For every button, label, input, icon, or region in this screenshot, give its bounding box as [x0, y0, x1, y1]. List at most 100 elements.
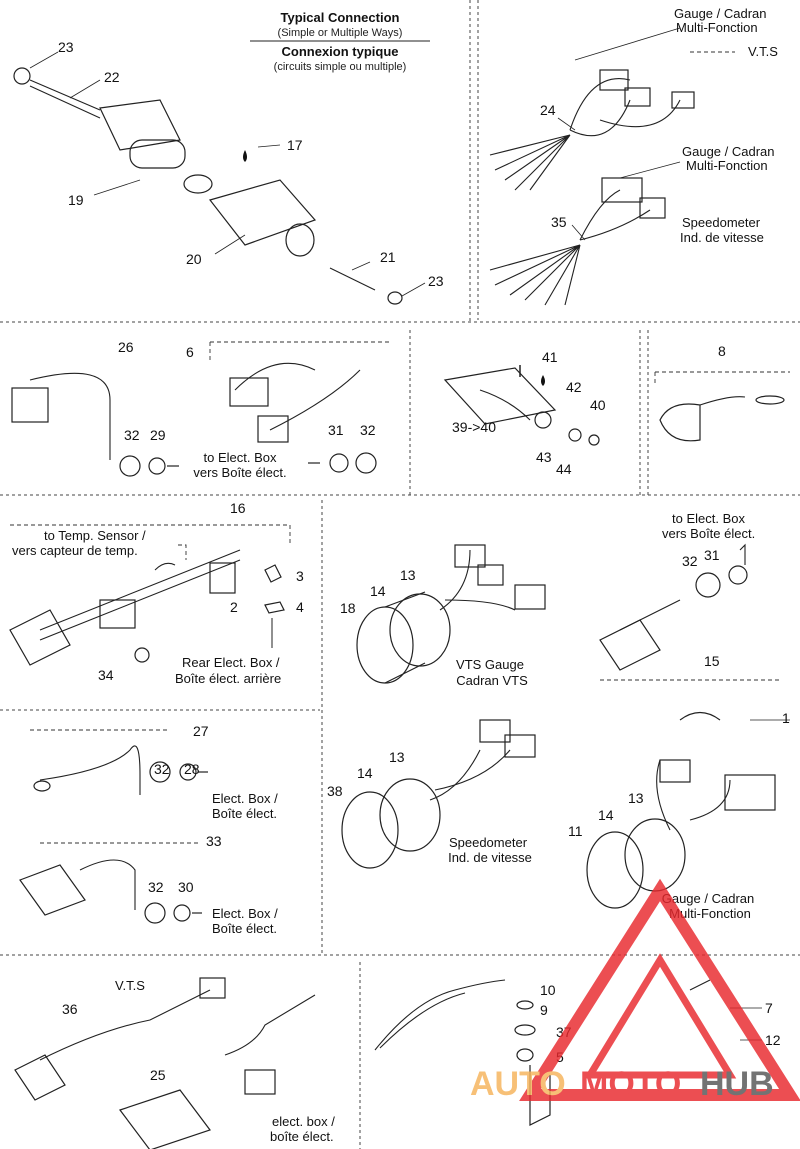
speedo-low-line1: Speedometer: [449, 835, 528, 850]
callout-26: 26: [118, 339, 134, 355]
callout-40: 40: [590, 397, 606, 413]
header: Typical Connection (Simple or Multiple W…: [250, 10, 430, 73]
callout-2: 2: [230, 599, 238, 615]
callout-39-40: 39->40: [452, 419, 496, 435]
parts-39-44: 41 42 40 39->40 43 44: [443, 349, 606, 477]
vts-harness-36-25: V.T.S 36 25 elect. box / boîte élect.: [14, 977, 335, 1149]
callout-4: 4: [296, 599, 304, 615]
watermark-moto: MOTO: [580, 1065, 681, 1103]
gauge-mid-line1: Gauge / Cadran: [682, 144, 775, 159]
callout-43: 43: [536, 449, 552, 465]
callout-21: 21: [380, 249, 396, 265]
typical-connection-parts: 23 22 19 17 20 21 23: [13, 39, 444, 305]
elect-box-bottom-line2: boîte élect.: [270, 1129, 334, 1144]
elect-box-right-line1: to Elect. Box: [672, 511, 745, 526]
callout-27: 27: [193, 723, 209, 739]
box33-line1: Elect. Box /: [212, 906, 278, 921]
callout-29: 29: [150, 427, 166, 443]
elect-box-line1: to Elect. Box: [204, 450, 277, 465]
subtitle-en: (Simple or Multiple Ways): [278, 27, 403, 39]
callout-32d: 32: [154, 761, 170, 777]
callout-15: 15: [704, 653, 720, 669]
box33-line2: Boîte élect.: [212, 921, 277, 936]
callout-22: 22: [104, 69, 120, 85]
callout-32c: 32: [682, 553, 698, 569]
speedo-gauge-group: 38 14 13 Speedometer Ind. de vitesse 1 1…: [327, 710, 790, 921]
title-en: Typical Connection: [281, 10, 400, 25]
vts-top-label: V.T.S: [748, 44, 778, 59]
gauge-top-line1: Gauge / Cadran: [674, 6, 767, 21]
callout-25: 25: [150, 1067, 166, 1083]
vts-gauge-group: 18 14 13 VTS Gauge Cadran VTS to Elect. …: [340, 511, 780, 688]
speedo-top-line1: Speedometer: [682, 215, 761, 230]
callout-13a: 13: [400, 567, 416, 583]
callout-38: 38: [327, 783, 343, 799]
part-8: 8: [654, 343, 790, 442]
harness-16: 16 3 4 2 34 to Temp. Sensor / vers capte…: [9, 500, 304, 686]
elect-box-bottom-line1: elect. box /: [272, 1114, 335, 1129]
callout-24: 24: [540, 102, 556, 118]
harness-27-33: 27 32 28 Elect. Box / Boîte élect. 33 32…: [19, 723, 278, 936]
callout-44: 44: [556, 461, 572, 477]
speedo-top-line2: Ind. de vitesse: [680, 230, 764, 245]
callout-31b: 31: [704, 547, 720, 563]
temp-sensor-line1: to Temp. Sensor /: [44, 528, 146, 543]
callout-12: 12: [765, 1032, 781, 1048]
callout-10: 10: [540, 982, 556, 998]
callout-13b: 13: [389, 749, 405, 765]
rear-box-line1: Rear Elect. Box /: [182, 655, 280, 670]
box27-line1: Elect. Box /: [212, 791, 278, 806]
callout-33: 33: [206, 833, 222, 849]
callout-30: 30: [178, 879, 194, 895]
callout-20: 20: [186, 251, 202, 267]
callout-32b: 32: [360, 422, 376, 438]
callout-3: 3: [296, 568, 304, 584]
callout-34: 34: [98, 667, 114, 683]
temp-sensor-line2: vers capteur de temp.: [12, 543, 138, 558]
callout-41: 41: [542, 349, 558, 365]
callout-23: 23: [58, 39, 74, 55]
callout-11: 11: [568, 823, 583, 839]
callout-17: 17: [287, 137, 303, 153]
title-fr: Connexion typique: [282, 44, 399, 59]
callout-14c: 14: [598, 807, 614, 823]
vts-gauge-line1: VTS Gauge: [456, 657, 524, 672]
subtitle-fr: (circuits simple ou multiple): [274, 61, 407, 73]
callout-36: 36: [62, 1001, 78, 1017]
callout-23b: 23: [428, 273, 444, 289]
callout-31a: 31: [328, 422, 344, 438]
harness-24-35: 24 V.T.S Gauge / Cadran Multi-Fonction 3…: [489, 6, 778, 306]
gauge-top-line2: Multi-Fonction: [676, 20, 758, 35]
elect-box-line2: vers Boîte élect.: [193, 465, 286, 480]
vts-bottom-label: V.T.S: [115, 978, 145, 993]
watermark-hub: HUB: [700, 1065, 774, 1103]
callout-18: 18: [340, 600, 356, 616]
vts-gauge-line2: Cadran VTS: [456, 673, 528, 688]
callout-13c: 13: [628, 790, 644, 806]
callout-16: 16: [230, 500, 246, 516]
callout-14a: 14: [370, 583, 386, 599]
rear-box-line2: Boîte élect. arrière: [175, 671, 281, 686]
watermark-auto: AUTO: [470, 1065, 566, 1103]
harness-26-6: 26 6 32 29 31 32 to Elect. Box vers Boît…: [11, 339, 390, 480]
callout-14b: 14: [357, 765, 373, 781]
elect-box-right-line2: vers Boîte élect.: [662, 526, 755, 541]
callout-1: 1: [782, 710, 790, 726]
callout-28: 28: [184, 761, 200, 777]
callout-9: 9: [540, 1002, 548, 1018]
callout-19: 19: [68, 192, 84, 208]
box27-line2: Boîte élect.: [212, 806, 277, 821]
callout-7: 7: [765, 1000, 773, 1016]
speedo-low-line2: Ind. de vitesse: [448, 850, 532, 865]
callout-8: 8: [718, 343, 726, 359]
watermark-logo: AUTO MOTO HUB: [470, 878, 800, 1103]
gauge-low-line2: Multi-Fonction: [669, 906, 751, 921]
callout-32a: 32: [124, 427, 140, 443]
gauge-low-line1: Gauge / Cadran: [662, 891, 755, 906]
callout-42: 42: [566, 379, 582, 395]
gauge-mid-line2: Multi-Fonction: [686, 158, 768, 173]
callout-6: 6: [186, 344, 194, 360]
callout-32e: 32: [148, 879, 164, 895]
